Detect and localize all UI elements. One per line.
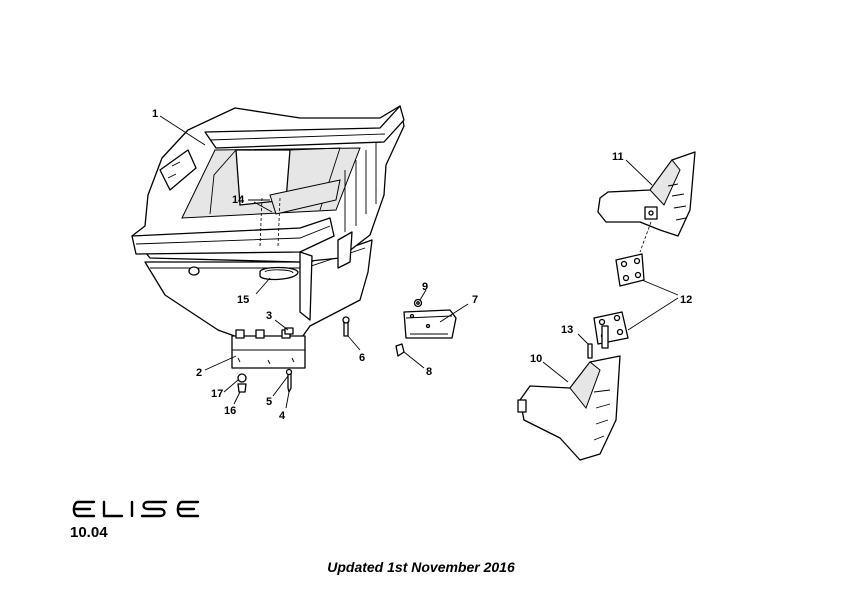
undertray-fasteners (237, 327, 294, 393)
duct-11 (597, 151, 696, 237)
rear-subframe-assembly (131, 105, 405, 369)
callout-4: 4 (279, 410, 286, 422)
callout-16: 16 (224, 405, 236, 417)
fastener-8 (395, 343, 405, 357)
duct-10 (517, 355, 621, 461)
callout-8: 8 (426, 366, 432, 378)
bracket-12-upper (615, 253, 645, 287)
updated-note: Updated 1st November 2016 (327, 559, 515, 575)
callout-2: 2 (196, 367, 202, 379)
callout-15: 15 (237, 294, 249, 306)
callout-11: 11 (612, 151, 624, 163)
pin-6 (342, 316, 350, 337)
callout-labels: 1 2 3 4 5 6 7 8 9 10 11 12 13 14 15 16 1… (152, 108, 692, 422)
leader-lines (159, 115, 679, 409)
bracket-12-lower (593, 311, 629, 349)
callout-14: 14 (232, 194, 245, 206)
callout-13: 13 (561, 324, 573, 336)
callout-12: 12 (680, 294, 692, 306)
callout-5: 5 (266, 396, 272, 408)
callout-17: 17 (211, 388, 223, 400)
callout-9: 9 (422, 281, 428, 293)
callout-6: 6 (359, 352, 365, 364)
callout-1: 1 (152, 108, 158, 120)
washer-9 (413, 298, 423, 308)
callout-7: 7 (472, 294, 478, 306)
callout-10: 10 (530, 353, 542, 365)
callout-3: 3 (266, 310, 272, 322)
elise-logo (72, 500, 200, 518)
stud-13 (587, 343, 593, 359)
page-number: 10.04 (70, 524, 108, 541)
bracket-7 (403, 309, 457, 339)
